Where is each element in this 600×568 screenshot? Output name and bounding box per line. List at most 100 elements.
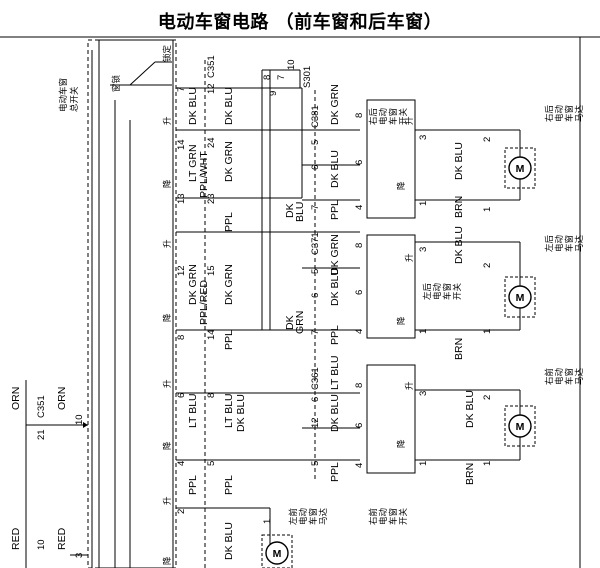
rf-switch-label-4: 开关 xyxy=(398,507,409,525)
rr-down-label: 降 xyxy=(396,181,407,190)
wire-ppl-red-1: PPL/RED xyxy=(198,280,210,325)
pin-1-lr: 1 xyxy=(418,329,429,334)
pin-6-master: 6 xyxy=(176,393,187,398)
rr-switch-label-2: 电动 xyxy=(378,107,389,125)
pin-5-c361: 5 xyxy=(310,461,321,466)
lf-motor-label-1: 左前 xyxy=(288,507,299,525)
down-label-4: 降 xyxy=(162,556,173,565)
pin-10-left: 10 xyxy=(74,414,85,425)
wire-brn-rf: BRN xyxy=(464,463,476,485)
wire-dk-blu-lr: DK BLU xyxy=(453,226,465,264)
wire-lt-blu-2: LT BLU xyxy=(223,393,235,428)
connector-c351-left: C351 xyxy=(36,395,47,418)
wire-red-right: RED xyxy=(56,527,68,550)
pin-1-lf-motor: 1 xyxy=(262,519,273,524)
motor-symbol-rr: M xyxy=(516,163,525,175)
lr-switch-label-3: 车窗 xyxy=(442,283,453,300)
pin-8-master: 8 xyxy=(176,335,187,340)
rf-motor-label-1: 右前 xyxy=(544,367,555,385)
wire-dk-blu-1: DK BLU xyxy=(187,87,199,125)
motor-symbol-rf: M xyxy=(516,421,525,433)
master-switch-label-1: 电动车窗 xyxy=(58,78,69,112)
wire-ppl-1: PPL xyxy=(187,475,199,495)
wire-orn-left: ORN xyxy=(10,387,22,410)
down-label-3: 降 xyxy=(162,441,173,450)
wire-red-left: RED xyxy=(10,527,22,550)
pin-6-rr: 6 xyxy=(354,160,365,165)
pin-3-rf: 3 xyxy=(418,391,429,396)
pin-3-lr: 3 xyxy=(418,247,429,252)
wire-blu-split-1: BLU xyxy=(294,202,306,222)
connector-c381: C381 xyxy=(310,105,321,128)
wire-dk-split-2: DK xyxy=(284,315,296,330)
pin-8-c351: 8 xyxy=(206,393,217,398)
pin-1-rr-motor: 1 xyxy=(482,207,493,212)
pin-7-s301: 7 xyxy=(276,75,287,80)
up-label-3: 升 xyxy=(162,379,173,388)
wire-ppl-5: PPL xyxy=(329,200,341,220)
wire-ppl-3: PPL xyxy=(223,330,235,350)
pin-1-rf: 1 xyxy=(418,461,429,466)
wire-dk-blu-2: DK BLU xyxy=(223,87,235,125)
rf-motor-label-2: 电动 xyxy=(554,367,565,385)
wire-ppl-6: PPL xyxy=(329,325,341,345)
wire-ppl-2: PPL xyxy=(223,212,235,232)
lf-motor-label-2: 电动 xyxy=(298,507,309,525)
wire-brn-rr: BRN xyxy=(453,196,465,218)
wire-brn-lr: BRN xyxy=(453,338,465,360)
rr-switch-label-3: 车窗 xyxy=(388,108,399,125)
rf-switch-box xyxy=(366,364,416,474)
wire-grn-split-2: GRN xyxy=(294,311,306,334)
pin-13-master: 13 xyxy=(176,193,187,204)
wire-dk-grn-3: DK GRN xyxy=(223,264,235,305)
pin-14-c351: 14 xyxy=(206,329,217,340)
up-label-4: 升 xyxy=(162,496,173,505)
wire-dk-blu-5: DK BLU xyxy=(329,268,341,306)
pin-4-rr: 4 xyxy=(354,205,365,210)
connector-c371: C371 xyxy=(310,232,321,255)
down-label-2: 降 xyxy=(162,313,173,322)
pin-8-rf: 8 xyxy=(354,383,365,388)
wire-dk-blu-4: DK BLU xyxy=(329,150,341,188)
connector-s301: S301 xyxy=(302,66,313,88)
pin-10-red: 10 xyxy=(36,539,47,550)
pin-3-rr: 3 xyxy=(418,135,429,140)
connector-c361: C361 xyxy=(310,367,321,390)
wire-dk-grn-2: DK GRN xyxy=(223,141,235,182)
diagram-title: 电动车窗电路 （前车窗和后车窗） xyxy=(157,12,443,33)
rr-up-label: 升 xyxy=(404,116,415,125)
rf-motor-label-3: 车窗 xyxy=(564,368,575,385)
up-label-2: 升 xyxy=(162,239,173,248)
up-label-1: 升 xyxy=(162,116,173,125)
pin-12-c361: 12 xyxy=(310,417,321,428)
rf-up-label: 升 xyxy=(404,381,415,390)
pin-10-s301: 10 xyxy=(286,59,297,70)
lr-motor-label-3: 车窗 xyxy=(564,235,575,252)
pin-23-c351: 23 xyxy=(206,193,217,204)
pin-7-c371: 7 xyxy=(310,330,321,335)
wire-ppl-4: PPL xyxy=(223,475,235,495)
rr-motor-label-2: 电动 xyxy=(554,104,565,122)
pin-6-rf: 6 xyxy=(354,423,365,428)
lf-motor-label-3: 车窗 xyxy=(308,508,319,525)
lr-switch-box xyxy=(366,234,416,339)
pin-5-c371: 5 xyxy=(310,269,321,274)
pin-7-master: 7 xyxy=(176,87,187,92)
pin-5-c351: 5 xyxy=(206,461,217,466)
pin-21-left: 21 xyxy=(36,429,47,440)
pin-6-lr: 6 xyxy=(354,290,365,295)
lr-switch-label-1: 左后 xyxy=(422,282,433,300)
rr-motor-label-4: 马达 xyxy=(574,104,585,122)
pin-8-rr: 8 xyxy=(354,113,365,118)
lr-motor: M xyxy=(504,276,536,318)
motor-symbol-lf: M xyxy=(273,548,282,560)
lr-motor-label-2: 电动 xyxy=(554,234,565,252)
pin-2-master: 2 xyxy=(176,509,187,514)
pin-5-c381: 5 xyxy=(310,140,321,145)
pin-2-lr-motor: 2 xyxy=(482,263,493,268)
wire-dk-blu-3: DK BLU xyxy=(235,394,247,432)
rr-switch-box xyxy=(366,99,416,219)
pin-7-c381: 7 xyxy=(310,205,321,210)
lr-up-label: 升 xyxy=(404,253,415,262)
